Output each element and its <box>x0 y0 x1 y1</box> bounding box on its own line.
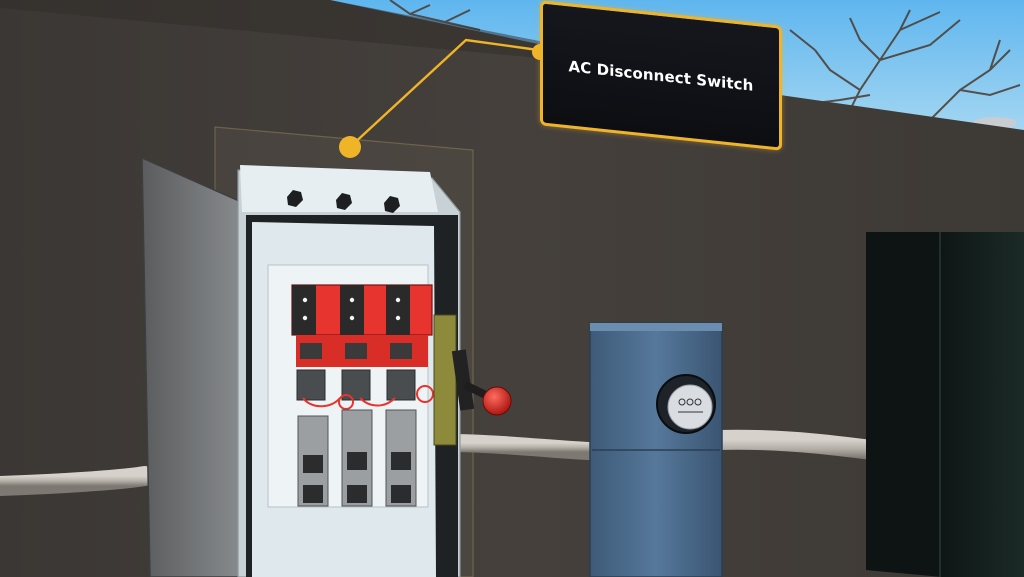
line-terminals <box>296 369 416 401</box>
component-label-callout[interactable]: AC Disconnect Switch <box>540 0 782 151</box>
fuse-holders[interactable] <box>291 284 433 367</box>
knockout-holes <box>287 190 400 213</box>
handle-knob[interactable] <box>482 386 512 416</box>
callout-anchor-dot[interactable] <box>339 136 361 158</box>
component-label-text: AC Disconnect Switch <box>568 56 754 95</box>
enclosure-door[interactable] <box>141 156 251 577</box>
electrical-cabinet[interactable] <box>866 232 1024 577</box>
operating-handle[interactable] <box>433 314 512 446</box>
utility-meter[interactable] <box>589 322 723 577</box>
load-terminals <box>297 409 417 507</box>
ac-disconnect-switch[interactable] <box>141 156 512 577</box>
red-wires <box>302 385 434 410</box>
